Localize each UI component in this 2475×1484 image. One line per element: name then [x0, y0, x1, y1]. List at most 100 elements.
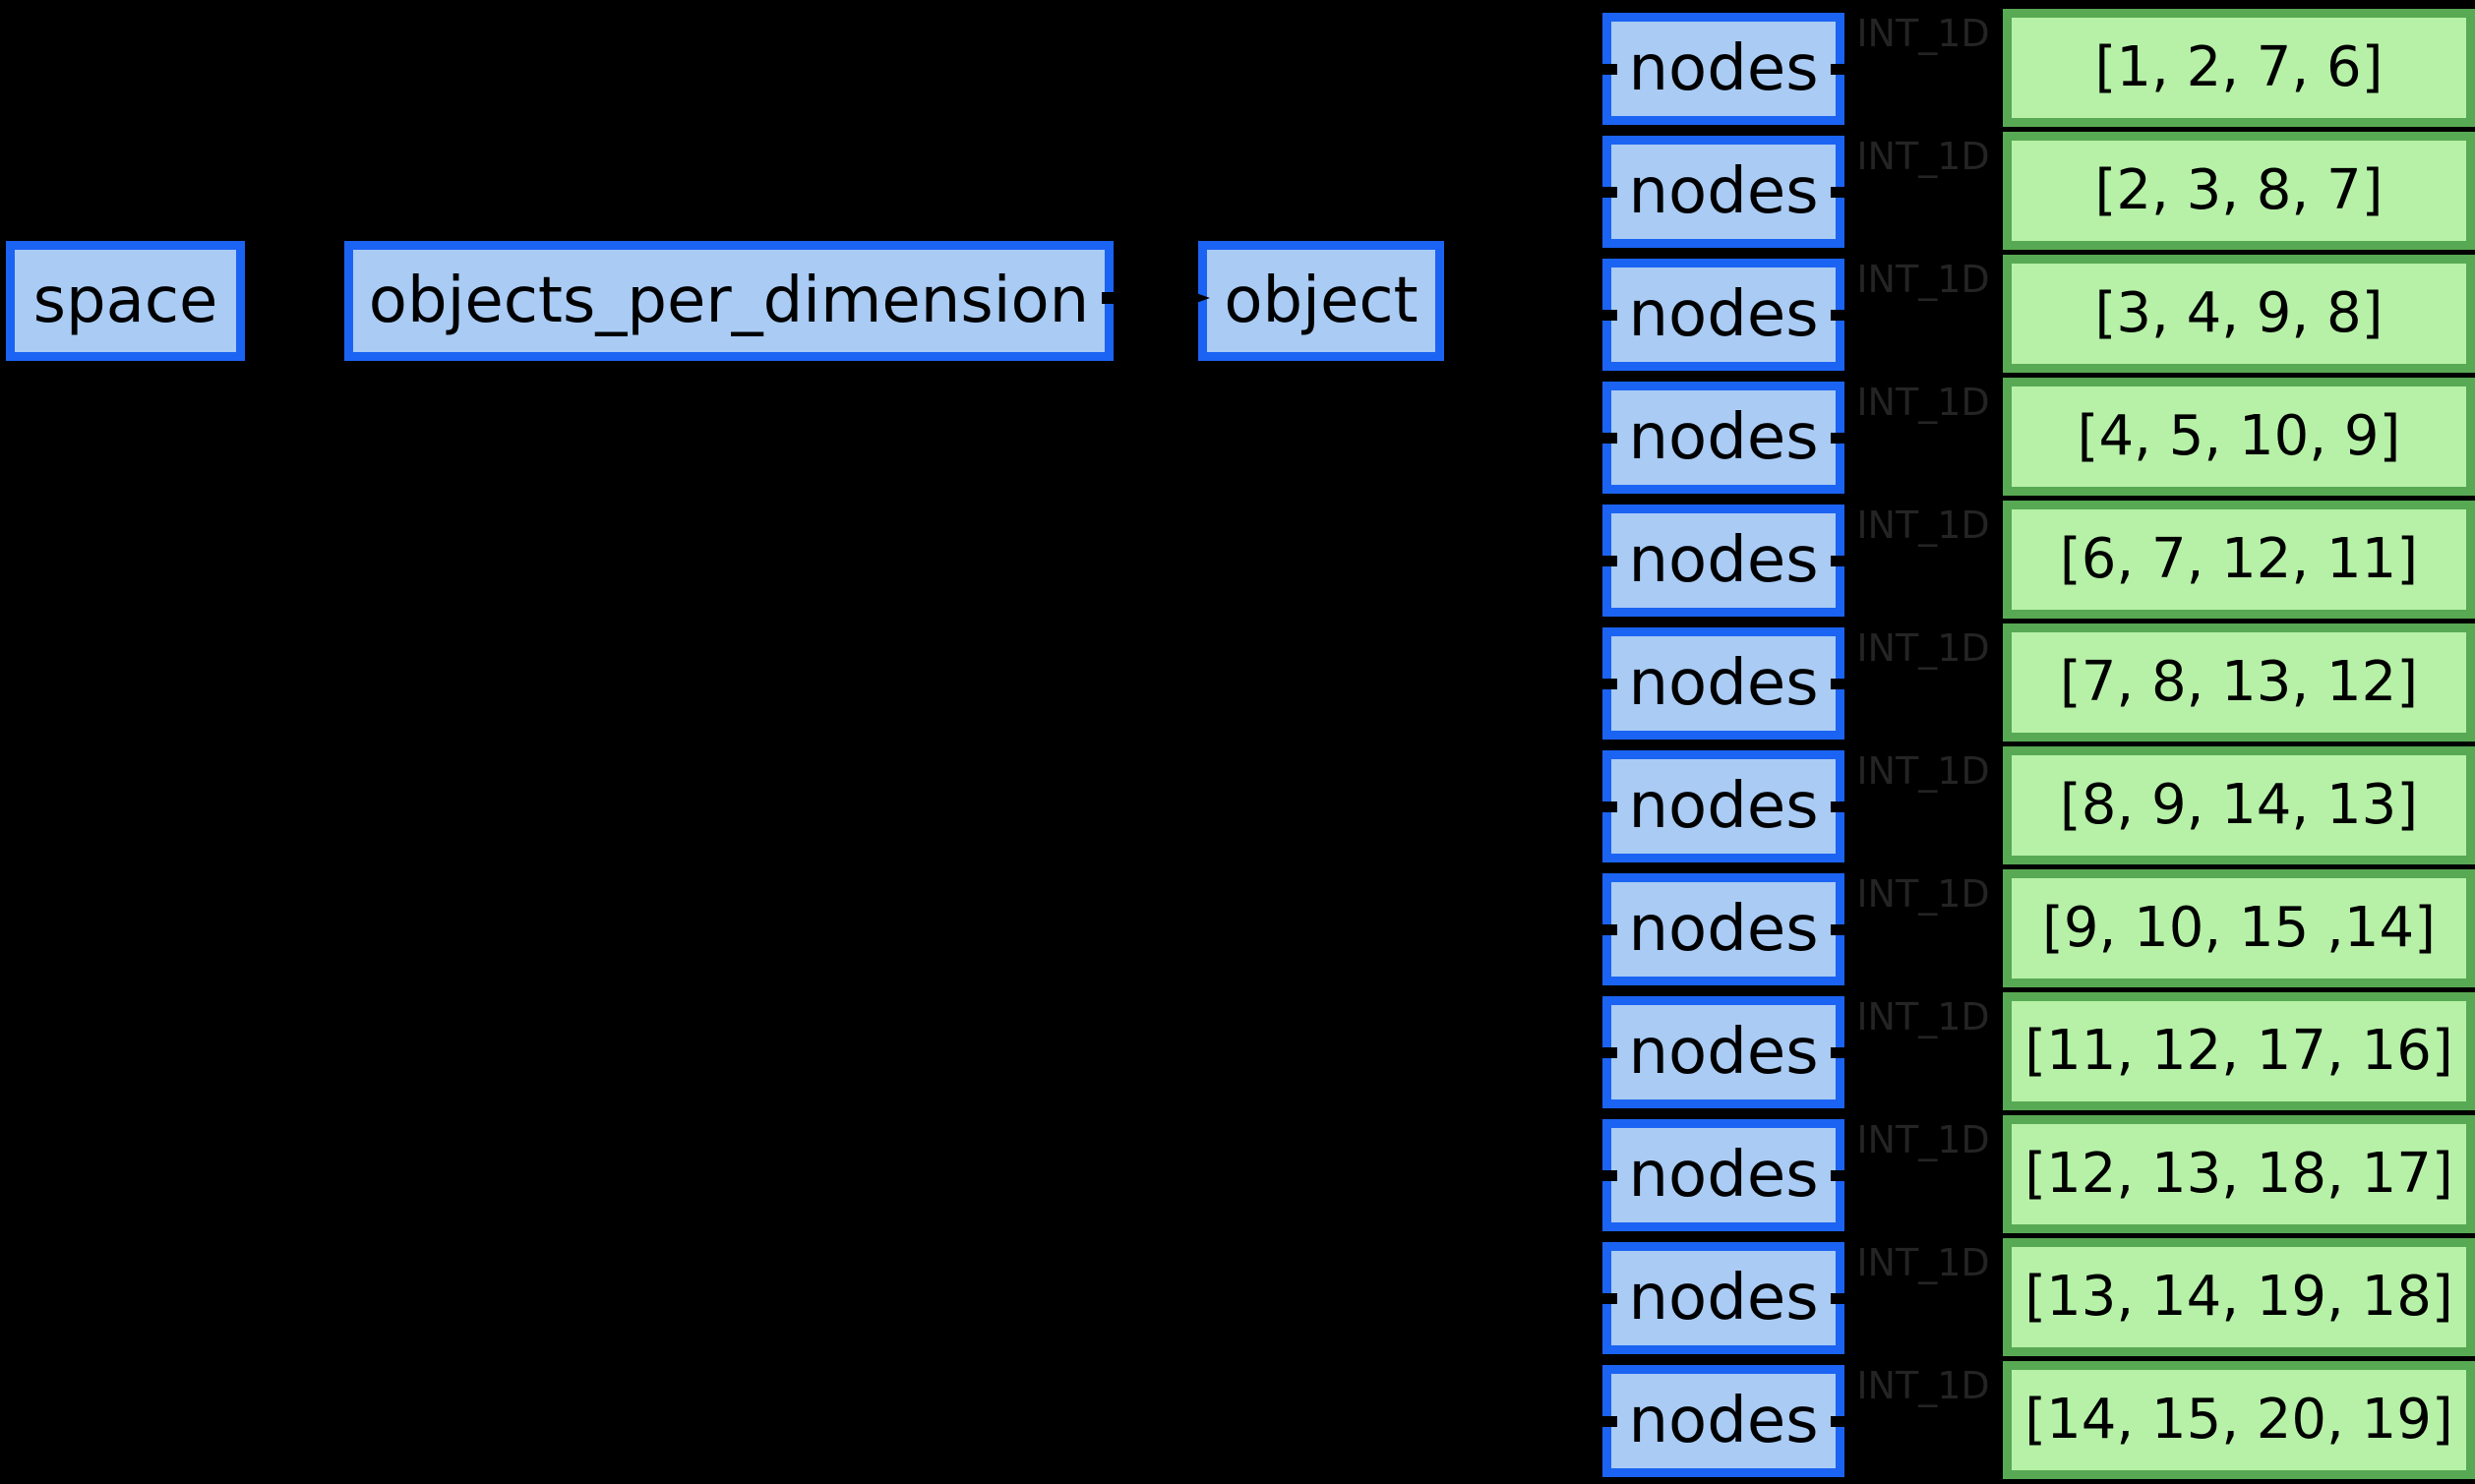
- row: nodes INT_1D [13, 14, 19, 18]: [0, 1238, 2475, 1356]
- edge-object-to-nodes-arrowhead-icon: [1586, 924, 1617, 935]
- space-node-label: space: [32, 265, 218, 337]
- edge-type-label: INT_1D: [1856, 749, 1990, 793]
- value-node: [12, 13, 18, 17]: [2003, 1115, 2475, 1233]
- nodes-node: nodes: [1602, 873, 1844, 985]
- object-node-label: object: [1224, 265, 1419, 337]
- object-node: object: [1198, 241, 1444, 361]
- nodes-node: nodes: [1602, 259, 1844, 371]
- nodes-node: nodes: [1602, 750, 1844, 862]
- edge-nodes-to-value-tail: [1831, 1416, 1856, 1427]
- nodes-node: nodes: [1602, 1365, 1844, 1477]
- nodes-node: nodes: [1602, 382, 1844, 494]
- nodes-node-label: nodes: [1628, 524, 1819, 597]
- value-node-label: [7, 8, 13, 12]: [2059, 650, 2419, 714]
- edge-type-label: INT_1D: [1856, 995, 1990, 1039]
- value-node: [9, 10, 15 ,14]: [2003, 869, 2475, 987]
- value-node: [6, 7, 12, 11]: [2003, 501, 2475, 619]
- nodes-node-label: nodes: [1628, 647, 1819, 720]
- objects-per-dimension-node: objects_per_dimension: [344, 241, 1114, 361]
- nodes-node-label: nodes: [1628, 770, 1819, 843]
- edge-type-label: INT_1D: [1856, 504, 1990, 547]
- edge-object-to-nodes-arrowhead-icon: [1586, 1170, 1617, 1181]
- edge-object-to-nodes-arrowhead-icon: [1586, 1416, 1617, 1427]
- row: nodes INT_1D [3, 4, 9, 8]: [0, 255, 2475, 373]
- space-node: space: [6, 241, 245, 361]
- edge-type-label: INT_1D: [1856, 872, 1990, 916]
- nodes-node-label: nodes: [1628, 1262, 1819, 1335]
- value-node: [14, 15, 20, 19]: [2003, 1361, 2475, 1479]
- nodes-node: nodes: [1602, 13, 1844, 125]
- value-node-label: [6, 7, 12, 11]: [2059, 527, 2419, 591]
- row: nodes INT_1D [9, 10, 15 ,14]: [0, 869, 2475, 987]
- row: nodes INT_1D [7, 8, 13, 12]: [0, 623, 2475, 742]
- edge-type-label: INT_1D: [1856, 1364, 1990, 1407]
- edge-type-label: INT_1D: [1856, 135, 1990, 178]
- row: nodes INT_1D [4, 5, 10, 9]: [0, 378, 2475, 496]
- edge-object-to-nodes-arrowhead-icon: [1586, 187, 1617, 198]
- edge-nodes-to-value-tail: [1831, 433, 1856, 444]
- edge-type-label: INT_1D: [1856, 1118, 1990, 1161]
- row: nodes INT_1D [12, 13, 18, 17]: [0, 1115, 2475, 1233]
- edge-nodes-to-value-tail: [1831, 310, 1856, 321]
- nodes-node: nodes: [1602, 1119, 1844, 1231]
- edge-nodes-to-value-tail: [1831, 1293, 1856, 1304]
- edge-object-to-nodes-arrowhead-icon: [1586, 310, 1617, 321]
- value-node: [13, 14, 19, 18]: [2003, 1238, 2475, 1356]
- row: nodes INT_1D [1, 2, 7, 6]: [0, 9, 2475, 127]
- nodes-node-label: nodes: [1628, 401, 1819, 474]
- edge-nodes-to-value-tail: [1831, 801, 1856, 812]
- nodes-node-label: nodes: [1628, 278, 1819, 351]
- nodes-node: nodes: [1602, 505, 1844, 617]
- edge-type-label: INT_1D: [1856, 1241, 1990, 1284]
- edge-object-to-nodes-arrowhead-icon: [1586, 801, 1617, 812]
- row: nodes INT_1D [2, 3, 8, 7]: [0, 132, 2475, 250]
- nodes-node: nodes: [1602, 1242, 1844, 1354]
- nodes-node: nodes: [1602, 136, 1844, 248]
- nodes-node-label: nodes: [1628, 893, 1819, 966]
- value-node-label: [1, 2, 7, 6]: [2094, 35, 2384, 99]
- nodes-node-label: nodes: [1628, 32, 1819, 105]
- value-node: [4, 5, 10, 9]: [2003, 378, 2475, 496]
- edge-type-label: INT_1D: [1856, 258, 1990, 301]
- value-node-label: [8, 9, 14, 13]: [2059, 773, 2419, 837]
- edge-object-to-nodes-arrowhead-icon: [1586, 1293, 1617, 1304]
- value-node: [2, 3, 8, 7]: [2003, 132, 2475, 250]
- edge-nodes-to-value-tail: [1831, 1170, 1856, 1181]
- nodes-node-label: nodes: [1628, 1385, 1819, 1457]
- value-node: [3, 4, 9, 8]: [2003, 255, 2475, 373]
- edge-object-to-nodes-arrowhead-icon: [1586, 679, 1617, 689]
- edge-object-to-nodes-arrowhead-icon: [1586, 1047, 1617, 1058]
- value-node-label: [9, 10, 15 ,14]: [2042, 896, 2436, 960]
- value-node-label: [14, 15, 20, 19]: [2024, 1388, 2453, 1452]
- edge-opd-to-object-tail: [1102, 292, 1131, 304]
- nodes-node-label: nodes: [1628, 1139, 1819, 1212]
- edge-object-to-nodes-arrowhead-icon: [1586, 64, 1617, 75]
- edge-nodes-to-value-tail: [1831, 924, 1856, 935]
- edge-nodes-to-value-tail: [1831, 187, 1856, 198]
- objects-per-dimension-node-label: objects_per_dimension: [368, 265, 1090, 337]
- row: nodes INT_1D [11, 12, 17, 16]: [0, 992, 2475, 1110]
- edge-object-to-nodes-arrowhead-icon: [1586, 556, 1617, 566]
- nodes-node: nodes: [1602, 996, 1844, 1108]
- value-node-label: [2, 3, 8, 7]: [2094, 158, 2384, 222]
- edge-type-label: INT_1D: [1856, 12, 1990, 55]
- value-node: [8, 9, 14, 13]: [2003, 746, 2475, 864]
- edge-nodes-to-value-tail: [1831, 1047, 1856, 1058]
- edge-type-label: INT_1D: [1856, 381, 1990, 424]
- edge-type-label: INT_1D: [1856, 626, 1990, 670]
- value-node-label: [13, 14, 19, 18]: [2024, 1265, 2453, 1329]
- value-node: [1, 2, 7, 6]: [2003, 9, 2475, 127]
- value-node-label: [4, 5, 10, 9]: [2077, 404, 2401, 468]
- edge-nodes-to-value-tail: [1831, 556, 1856, 566]
- value-node-label: [12, 13, 18, 17]: [2024, 1142, 2453, 1206]
- row: nodes INT_1D [6, 7, 12, 11]: [0, 501, 2475, 619]
- value-node-label: [3, 4, 9, 8]: [2094, 281, 2384, 345]
- edge-opd-to-object-arrowhead-icon: [1182, 288, 1210, 308]
- nodes-node-label: nodes: [1628, 1016, 1819, 1089]
- value-node: [11, 12, 17, 16]: [2003, 992, 2475, 1110]
- nodes-node: nodes: [1602, 627, 1844, 740]
- nodes-node-label: nodes: [1628, 155, 1819, 228]
- value-node: [7, 8, 13, 12]: [2003, 623, 2475, 742]
- row: nodes INT_1D [14, 15, 20, 19]: [0, 1361, 2475, 1479]
